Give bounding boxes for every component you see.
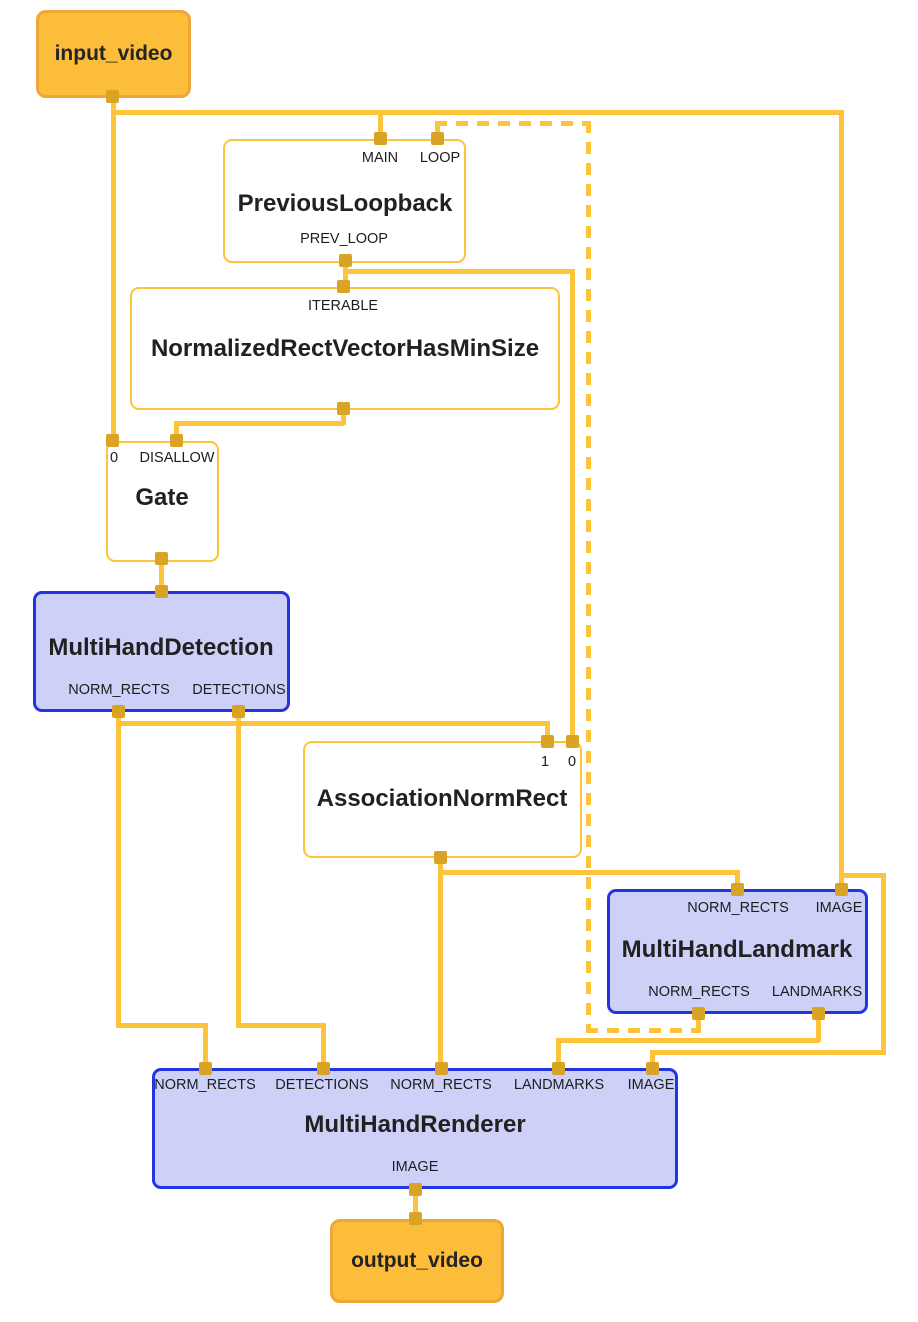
port-assoc-out [434, 851, 447, 864]
port-renderer-landmarks-in [552, 1062, 565, 1075]
edge-image-branch-v [881, 873, 886, 1054]
port-output-video-in [409, 1212, 422, 1225]
edge-loopback-dashed-vertical [586, 121, 591, 1028]
multi-hand-detection-title: MultiHandDetection [48, 634, 274, 661]
node-input-video[interactable]: input_video [36, 10, 191, 98]
node-previous-loopback[interactable] [223, 139, 466, 263]
edge-detections-rail [236, 711, 241, 1027]
output-video-label: output_video [351, 1249, 483, 1272]
edge-prevloop-to-assoc0 [570, 269, 575, 741]
port-prev-loop-out [339, 254, 352, 267]
port-min-size-out [337, 402, 350, 415]
port-renderer-detections-in [317, 1062, 330, 1075]
previous-loopback-input-loop: LOOP [419, 150, 461, 166]
port-assoc-1-in [541, 735, 554, 748]
edge-image-to-renderer-stub [650, 1050, 655, 1068]
node-multi-hand-renderer[interactable] [152, 1068, 678, 1189]
edge-landmarks-out-stub [816, 1013, 821, 1042]
previous-loopback-title: PreviousLoopback [237, 190, 453, 217]
edge-loopback-start-stub [696, 1013, 701, 1033]
port-gate-0-in [106, 434, 119, 447]
port-renderer-norm-rects-2-in [435, 1062, 448, 1075]
edge-detections-to-renderer-h [236, 1023, 324, 1028]
renderer-input-norm-rects-2: NORM_RECTS [390, 1077, 492, 1093]
input-video-label: input_video [54, 42, 173, 65]
association-norm-rect-input-0: 0 [567, 754, 577, 770]
port-landmark-landmarks-out [812, 1007, 825, 1020]
edge-prevloop-branch-h [343, 269, 573, 274]
edge-image-branch-h [839, 873, 885, 878]
port-iterable-in [337, 280, 350, 293]
node-gate[interactable] [106, 441, 219, 562]
port-renderer-image-in [646, 1062, 659, 1075]
port-main-in [374, 132, 387, 145]
edge-minsize-to-disallow-h [174, 421, 344, 426]
port-renderer-norm-rects-1-in [199, 1062, 212, 1075]
gate-input-0: 0 [109, 450, 119, 466]
edge-normrects-to-assoc1-stub [545, 721, 550, 741]
edge-landmarks-to-renderer-stub [556, 1038, 561, 1068]
multi-hand-detection-output-detections: DETECTIONS [192, 682, 286, 698]
edge-assoc-to-renderer-v [438, 857, 443, 1068]
renderer-input-norm-rects-1: NORM_RECTS [154, 1077, 256, 1093]
edge-image-to-renderer-h [650, 1050, 886, 1055]
port-gate-out [155, 552, 168, 565]
edge-normrects-to-renderer-stub [203, 1023, 208, 1068]
port-detection-norm-rects-out [112, 705, 125, 718]
edge-minsize-to-disallow-v [174, 421, 179, 439]
node-output-video[interactable]: output_video [330, 1219, 504, 1303]
port-landmark-norm-rects-out [692, 1007, 705, 1020]
node-association-norm-rect[interactable] [303, 741, 582, 858]
multi-hand-detection-output-norm-rects: NORM_RECTS [68, 682, 170, 698]
edge-normrects-left-rail [116, 711, 121, 1027]
port-detection-detections-out [232, 705, 245, 718]
edge-normrects-to-assoc1-h [116, 721, 548, 726]
port-loop-in [431, 132, 444, 145]
port-renderer-image-out [409, 1183, 422, 1196]
gate-input-disallow: DISALLOW [139, 450, 215, 466]
multi-hand-landmark-input-image: IMAGE [815, 900, 863, 916]
port-landmark-norm-rects-in [731, 883, 744, 896]
edge-gate-to-detection [159, 559, 164, 591]
port-detection-in [155, 585, 168, 598]
edge-loopback-dashed-bottom [586, 1028, 696, 1033]
multi-hand-landmark-output-norm-rects: NORM_RECTS [648, 984, 750, 1000]
multi-hand-landmark-title: MultiHandLandmark [621, 936, 853, 963]
port-input-video-out [106, 90, 119, 103]
renderer-input-landmarks: LANDMARKS [513, 1077, 605, 1093]
edge-image-right-rail [839, 110, 844, 889]
association-norm-rect-input-1: 1 [540, 754, 550, 770]
port-landmark-image-in [835, 883, 848, 896]
edge-detections-to-renderer-stub [321, 1023, 326, 1068]
renderer-title: MultiHandRenderer [304, 1111, 526, 1138]
previous-loopback-output-prev-loop: PREV_LOOP [300, 231, 388, 247]
edge-landmarks-to-renderer-h [556, 1038, 819, 1043]
renderer-input-detections: DETECTIONS [275, 1077, 369, 1093]
renderer-input-image: IMAGE [627, 1077, 675, 1093]
edge-input-video-top-bus [111, 110, 841, 115]
previous-loopback-input-main: MAIN [361, 150, 399, 166]
port-assoc-0-in [566, 735, 579, 748]
edge-normrects-to-renderer-h [116, 1023, 206, 1028]
min-size-input-iterable: ITERABLE [307, 298, 379, 314]
port-gate-disallow-in [170, 434, 183, 447]
edge-renderer-to-output [413, 1189, 418, 1219]
multi-hand-landmark-output-landmarks: LANDMARKS [771, 984, 863, 1000]
edge-assoc-to-landmark-stub [735, 870, 740, 889]
gate-title: Gate [135, 484, 189, 511]
edge-minsize-out-stub [341, 409, 346, 425]
association-norm-rect-title: AssociationNormRect [316, 785, 568, 812]
multi-hand-landmark-input-norm-rects: NORM_RECTS [687, 900, 789, 916]
renderer-output-image: IMAGE [391, 1159, 439, 1175]
edge-prevloop-to-iterable [343, 261, 348, 287]
edge-loopback-end-stub [435, 121, 440, 139]
edge-input-video-to-gate [111, 97, 116, 439]
edge-stub-main [378, 110, 383, 139]
edge-loopback-dashed-top [435, 121, 588, 126]
min-size-title: NormalizedRectVectorHasMinSize [150, 335, 540, 362]
